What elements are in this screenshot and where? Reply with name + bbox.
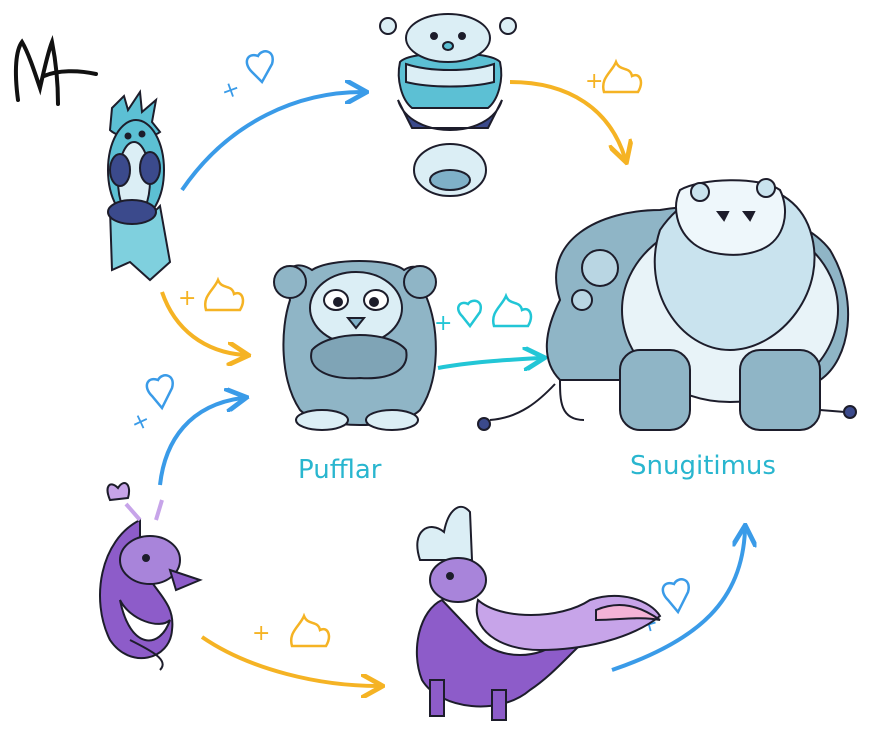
evolution-arrow-otter-to-seal [180, 92, 362, 192]
flame-icon [289, 612, 331, 648]
evolution-arrow-otter-to-pufflar [160, 291, 244, 355]
otter-creature-image [107, 89, 172, 282]
plus-sign: + [252, 621, 270, 646]
eel-creature-image [99, 482, 203, 671]
plus-sign: + [127, 407, 154, 437]
snugitimus-name-label: Snugitimus [630, 451, 776, 481]
evolution-arrow-eel-to-pufflar [158, 398, 242, 486]
evolution-arrow-seal-to-snugitimus [509, 80, 625, 158]
flame-icon [601, 58, 643, 94]
plus-sign: + [218, 76, 244, 106]
heart-icon [145, 374, 174, 411]
flame-icon [491, 292, 533, 328]
evolution-arrow-deer-to-snugitimus [611, 530, 745, 672]
pufflar-name-label: Pufflar [298, 455, 382, 485]
plus-sign: + [585, 69, 603, 94]
plus-sign: + [178, 286, 196, 311]
evolution-arrow-eel-to-deer [200, 635, 378, 686]
seal-creature-image [379, 13, 517, 197]
evolution-arrow-pufflar-to-snugitimus [437, 358, 540, 368]
pufflar-creature-image [273, 260, 437, 431]
snugitimus-creature-image [477, 178, 857, 431]
heart-icon [457, 299, 483, 329]
heart-icon [245, 50, 274, 85]
heart-icon [661, 578, 690, 615]
deer-creature-image [415, 505, 662, 721]
plus-sign: + [434, 311, 452, 336]
flame-icon [203, 276, 245, 312]
artist-signature [13, 35, 98, 106]
